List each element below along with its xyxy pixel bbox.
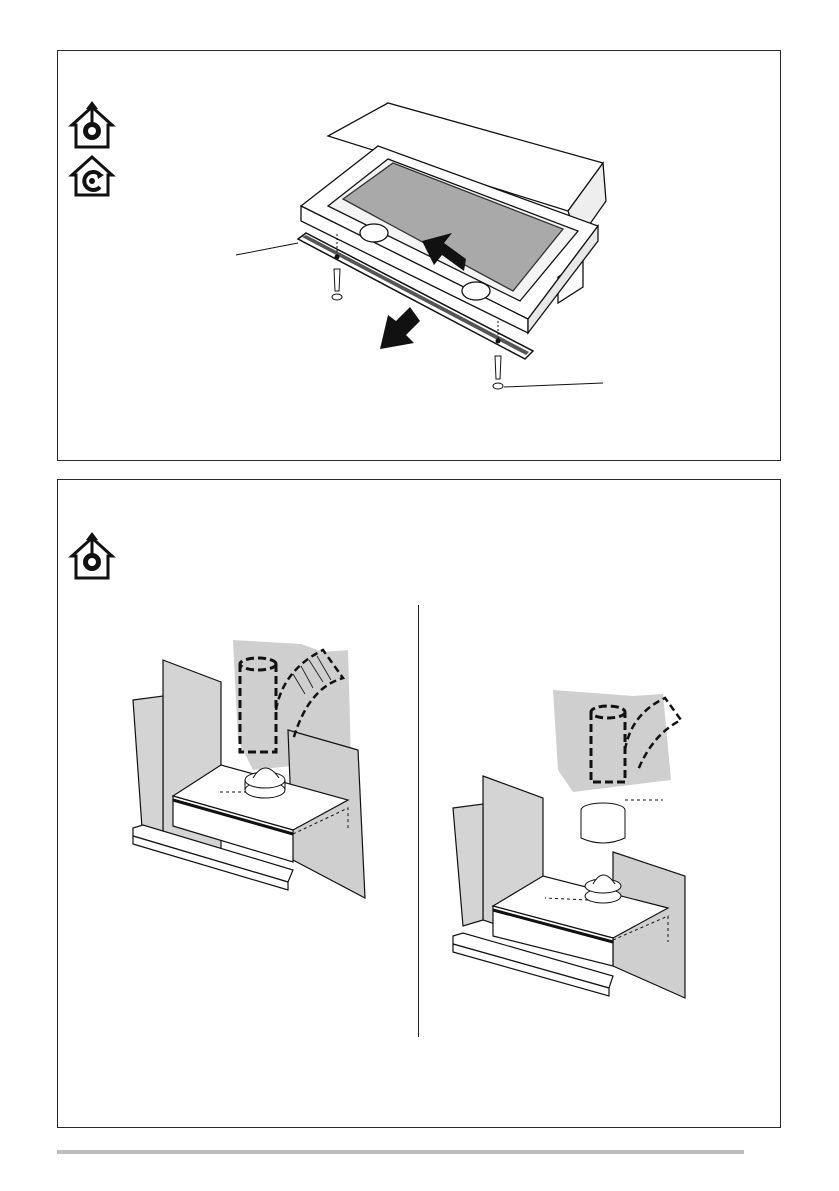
recirculation-mode-house-icon [72,157,112,195]
screw-callout [504,383,603,387]
front-trim-panel-callout [236,243,298,255]
duct-variant-direct [133,640,365,898]
figure-panel-duct-connection [57,479,781,1128]
hood-trim-removal-illustration [58,51,782,462]
footer-rule [57,1150,744,1154]
exhaust-mode-house-icon [72,532,112,578]
pull-out-arrow-icon [380,307,420,349]
cooker-hood-body [301,0,606,333]
variant-divider [418,605,419,1037]
duct-variant-with-adapter [453,690,685,998]
duct-connection-illustration [58,480,782,1129]
exhaust-mode-house-icon [72,101,112,147]
screw-left [332,234,342,300]
reducer-adapter [581,800,663,843]
figure-panel-remove-front-trim [57,50,781,461]
